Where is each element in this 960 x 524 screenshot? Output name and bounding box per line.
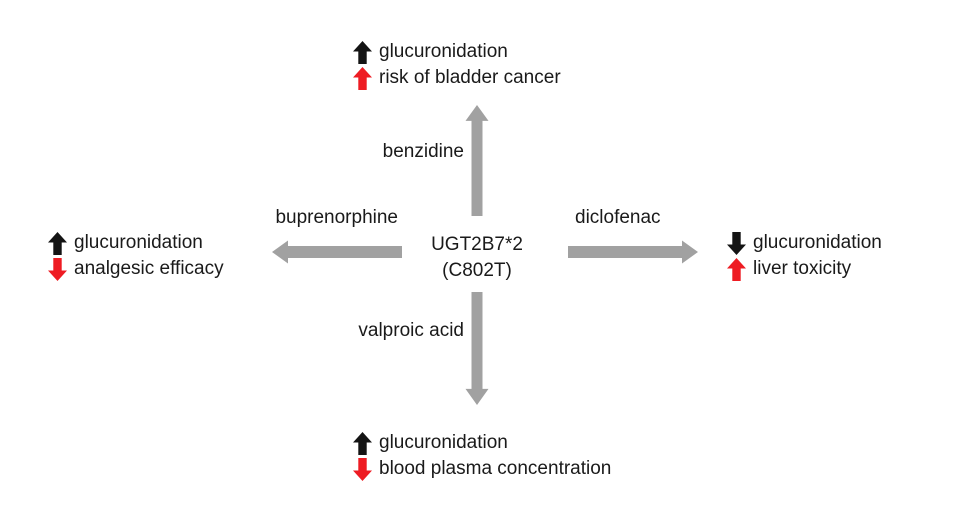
arrow-down-icon — [465, 292, 489, 405]
effect-text: risk of bladder cancer — [379, 67, 561, 88]
effect-line: analgesic efficacy — [48, 256, 224, 282]
increase-arrow-icon — [353, 40, 372, 64]
decrease-arrow-icon — [727, 231, 746, 255]
increase-arrow-icon — [353, 66, 372, 90]
bottom-effects: glucuronidation blood plasma concentrati… — [353, 430, 611, 482]
decrease-arrow-icon — [353, 457, 372, 481]
drug-label-diclofenac: diclofenac — [575, 207, 661, 228]
gene-name: UGT2B7*2 — [431, 234, 523, 255]
effect-text: blood plasma concentration — [379, 458, 612, 479]
effect-text: glucuronidation — [379, 432, 508, 453]
effect-line: blood plasma concentration — [353, 456, 611, 482]
effect-text: liver toxicity — [753, 258, 852, 279]
gene-variant: (C802T) — [442, 260, 512, 281]
increase-arrow-icon — [353, 431, 372, 455]
left-effects: glucuronidation analgesic efficacy — [48, 230, 224, 282]
effect-line: risk of bladder cancer — [353, 65, 561, 91]
effect-line: glucuronidation — [353, 430, 611, 456]
arrow-up-icon — [465, 105, 489, 216]
arrow-right-icon — [568, 240, 698, 264]
effect-line: glucuronidation — [353, 39, 561, 65]
decrease-arrow-icon — [48, 257, 67, 281]
right-effects: glucuronidation liver toxicity — [727, 230, 882, 282]
drug-label-benzidine: benzidine — [382, 141, 464, 162]
effect-text: glucuronidation — [753, 232, 882, 253]
top-effects: glucuronidation risk of bladder cancer — [353, 39, 561, 91]
effect-line: glucuronidation — [48, 230, 224, 256]
increase-arrow-icon — [727, 257, 746, 281]
drug-label-valproic-acid: valproic acid — [358, 320, 464, 341]
arrow-left-icon — [272, 240, 402, 264]
gene-label: UGT2B7*2 (C802T) — [377, 232, 577, 284]
effect-line: liver toxicity — [727, 256, 882, 282]
effect-text: analgesic efficacy — [74, 258, 224, 279]
effect-text: glucuronidation — [74, 232, 203, 253]
increase-arrow-icon — [48, 231, 67, 255]
effect-text: glucuronidation — [379, 41, 508, 62]
drug-label-buprenorphine: buprenorphine — [275, 207, 398, 228]
effect-line: glucuronidation — [727, 230, 882, 256]
